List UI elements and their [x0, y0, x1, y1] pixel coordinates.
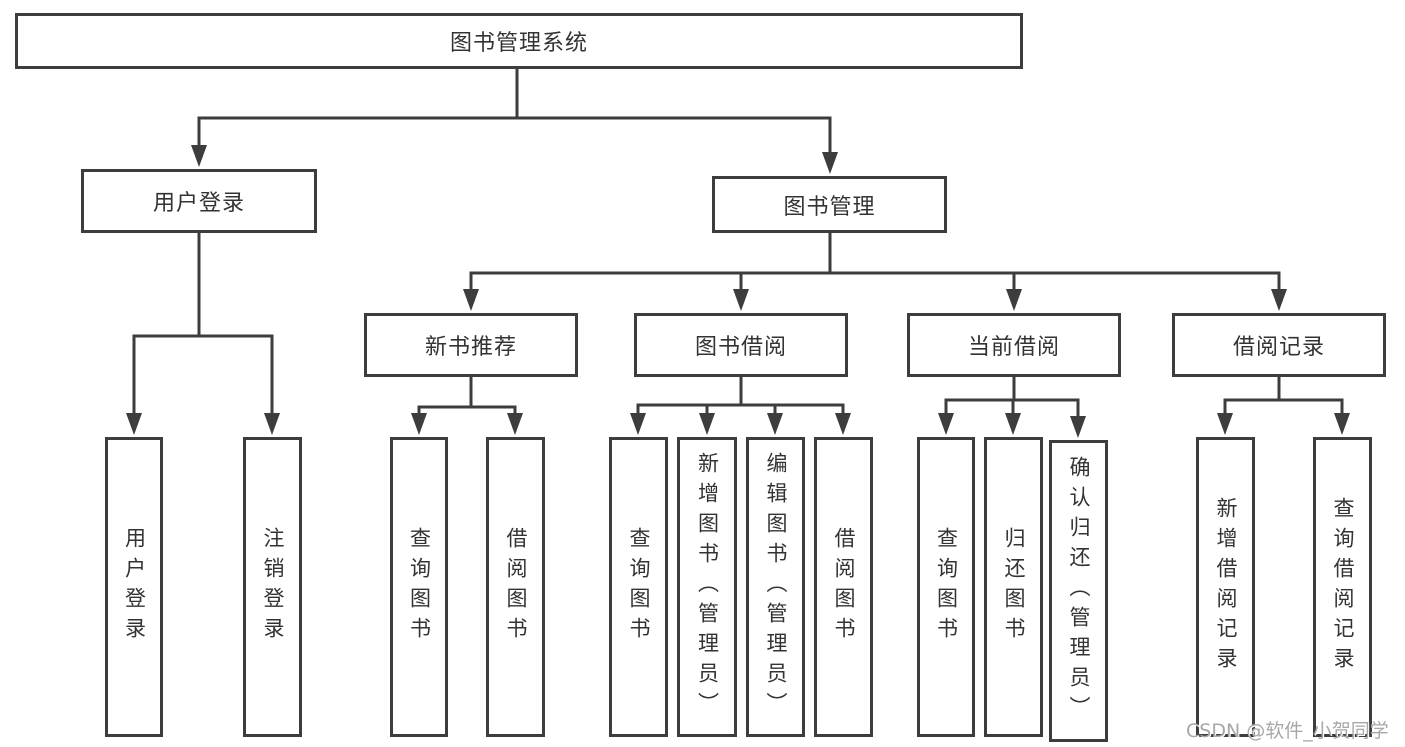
leaf-logout: 注销登录 [243, 437, 302, 737]
arrowhead-icon [1005, 413, 1021, 435]
node-borrow-record: 借阅记录 [1172, 313, 1386, 377]
leaf-rec-borrow-book: 借阅图书 [486, 437, 545, 737]
arrowhead-icon [264, 413, 280, 435]
node-book-borrow-label: 图书借阅 [694, 335, 787, 360]
leaf-current-return-book-label: 归还图书 [1002, 527, 1026, 647]
arrowhead-icon [126, 413, 142, 435]
arrowhead-icon [767, 413, 783, 435]
arrowhead-icon [822, 152, 838, 174]
arrowhead-icon [1334, 413, 1350, 435]
leaf-borrow-query-book-label: 查询图书 [627, 527, 651, 647]
leaf-borrow-query-book: 查询图书 [609, 437, 668, 737]
leaf-user-login: 用户登录 [105, 437, 163, 737]
leaf-current-return-book: 归还图书 [984, 437, 1043, 737]
leaf-borrow-edit-book-admin: 编辑图书（管理员） [746, 437, 805, 737]
leaf-record-query-record: 查询借阅记录 [1313, 437, 1372, 737]
leaf-current-query-book-label: 查询图书 [934, 527, 959, 647]
arrowhead-icon [463, 289, 479, 311]
leaf-current-confirm-return-admin: 确认归还（管理员） [1049, 440, 1108, 742]
connector-path [132, 67, 1344, 425]
arrowhead-icon [835, 413, 851, 435]
arrowhead-icon [507, 413, 523, 435]
leaf-rec-borrow-book-label: 借阅图书 [504, 527, 528, 647]
leaf-rec-query-book-label: 查询图书 [407, 527, 432, 647]
leaf-current-confirm-return-admin-label: 确认归还（管理员） [1067, 456, 1091, 726]
node-new-book-rec-label: 新书推荐 [424, 335, 517, 360]
arrowhead-icon [1006, 289, 1022, 311]
node-current-borrow: 当前借阅 [907, 313, 1121, 377]
leaf-borrow-borrow-book-label: 借阅图书 [832, 527, 856, 647]
leaf-user-login-label: 用户登录 [122, 527, 147, 647]
leaf-current-query-book: 查询图书 [917, 437, 975, 737]
arrowhead-icon [938, 413, 954, 435]
leaf-logout-label: 注销登录 [261, 527, 285, 647]
leaf-borrow-edit-book-admin-label: 编辑图书（管理员） [764, 452, 788, 722]
leaf-borrow-borrow-book: 借阅图书 [814, 437, 873, 737]
arrowhead-icon [630, 413, 646, 435]
node-user-login-label: 用户登录 [152, 191, 245, 216]
node-book-mgmt-label: 图书管理 [783, 194, 876, 220]
node-root: 图书管理系统 [15, 13, 1023, 69]
node-current-borrow-label: 当前借阅 [967, 335, 1060, 360]
arrowhead-icon [1070, 416, 1086, 438]
node-user-login: 用户登录 [81, 169, 317, 233]
arrowhead-icon [411, 413, 427, 435]
node-new-book-rec: 新书推荐 [364, 313, 578, 377]
node-borrow-record-label: 借阅记录 [1232, 335, 1325, 360]
node-root-label: 图书管理系统 [449, 31, 588, 56]
arrowhead-icon [191, 145, 207, 167]
leaf-borrow-add-book-admin: 新增图书（管理员） [677, 437, 737, 737]
leaf-rec-query-book: 查询图书 [390, 437, 448, 737]
watermark-text: CSDN @软件_小贺同学 [1186, 720, 1389, 742]
arrowhead-icon [1217, 413, 1233, 435]
arrowhead-icon [733, 289, 749, 311]
leaf-record-add-record: 新增借阅记录 [1196, 437, 1255, 737]
node-book-mgmt: 图书管理 [712, 176, 947, 233]
leaf-borrow-add-book-admin-label: 新增图书（管理员） [695, 452, 720, 722]
leaf-record-query-record-label: 查询借阅记录 [1331, 497, 1355, 677]
arrowhead-icon [1271, 289, 1287, 311]
leaf-record-add-record-label: 新增借阅记录 [1214, 497, 1238, 677]
node-book-borrow: 图书借阅 [634, 313, 848, 377]
arrowhead-icon [699, 413, 715, 435]
